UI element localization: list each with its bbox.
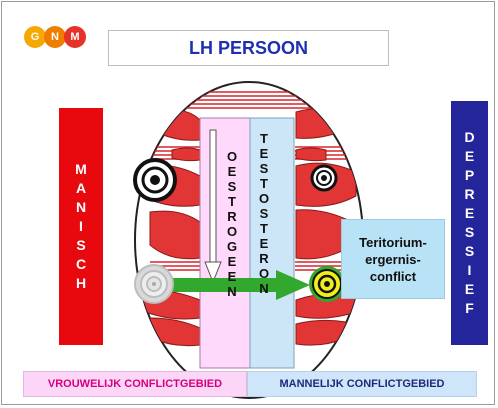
manisch-letter: M <box>75 160 87 179</box>
female-conflict-area-label: VROUWELIJK CONFLICTGEBIED <box>23 371 247 397</box>
depressief-letter: I <box>468 261 472 280</box>
estrogen-letter: O <box>227 149 237 164</box>
depressief-letter: E <box>465 280 474 299</box>
estrogen-letter: E <box>228 164 237 179</box>
manisch-letter: N <box>76 198 86 217</box>
estrogen-label: O E S T R O G E E N <box>222 149 242 299</box>
testosterone-label: T E S T O S T E R O N <box>253 131 275 296</box>
manisch-letter: I <box>79 217 83 236</box>
depressief-letter: E <box>465 147 474 166</box>
estrogen-letter: O <box>227 224 237 239</box>
estrogen-letter: T <box>228 194 236 209</box>
estrogen-letter: N <box>227 284 236 299</box>
manisch-letter: S <box>76 236 85 255</box>
depressief-letter: F <box>465 299 474 318</box>
estrogen-letter: R <box>227 209 236 224</box>
testosterone-letter: O <box>259 266 269 281</box>
target-rings-icon <box>135 160 175 200</box>
depressief-bar: D E P R E S S I E F <box>451 101 488 345</box>
testosterone-letter: N <box>259 281 268 296</box>
testosterone-letter: E <box>260 146 269 161</box>
depressief-letter: S <box>465 223 474 242</box>
manisch-bar: M A N I S C H <box>59 108 103 345</box>
depressief-letter: E <box>465 204 474 223</box>
yellow-target-icon <box>309 266 345 302</box>
manisch-letter: C <box>76 255 86 274</box>
depressief-letter: P <box>465 166 474 185</box>
callout-line: conflict <box>370 268 416 285</box>
gray-target-icon <box>135 265 173 303</box>
manisch-letter: H <box>76 274 86 293</box>
testosterone-letter: E <box>260 236 269 251</box>
callout-line: ergernis- <box>365 251 421 268</box>
callout-line: Teritorium- <box>359 234 427 251</box>
testosterone-letter: T <box>260 131 268 146</box>
estrogen-letter: E <box>228 269 237 284</box>
testosterone-letter: R <box>259 251 268 266</box>
male-conflict-area-label: MANNELIJK CONFLICTGEBIED <box>247 371 477 397</box>
testosterone-letter: S <box>260 206 269 221</box>
testosterone-letter: S <box>260 161 269 176</box>
conflict-callout: Teritorium- ergernis- conflict <box>341 219 445 299</box>
depressief-letter: R <box>464 185 474 204</box>
estrogen-letter: E <box>228 254 237 269</box>
testosterone-letter: T <box>260 176 268 191</box>
depressief-letter: S <box>465 242 474 261</box>
testosterone-letter: T <box>260 221 268 236</box>
manisch-letter: A <box>76 179 86 198</box>
testosterone-letter: O <box>259 191 269 206</box>
estrogen-letter: G <box>227 239 237 254</box>
depressief-letter: D <box>464 128 474 147</box>
estrogen-letter: S <box>228 179 237 194</box>
target-rings-small-icon <box>312 166 336 190</box>
